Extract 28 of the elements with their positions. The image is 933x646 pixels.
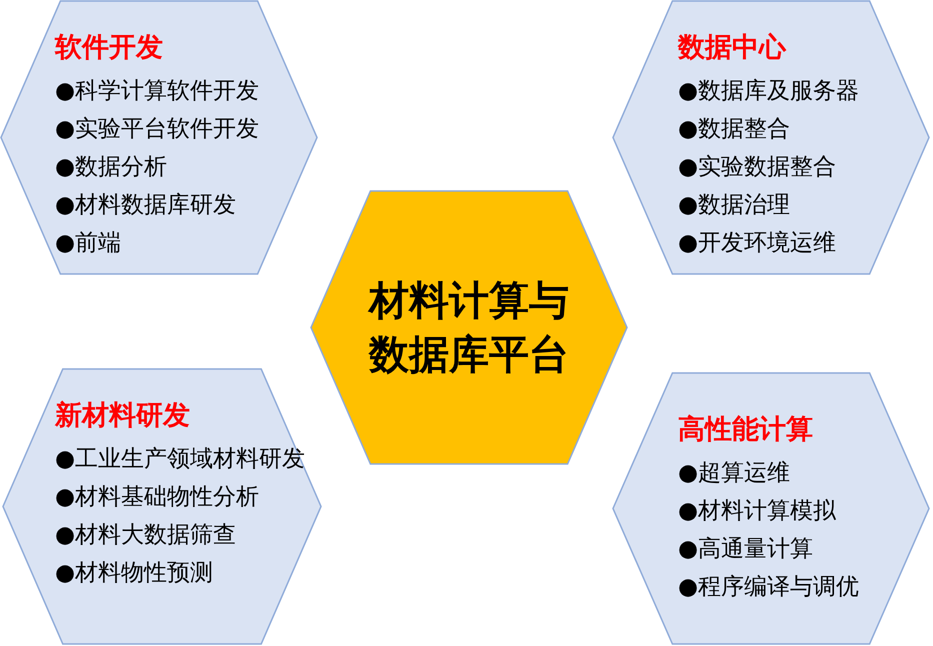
list-item: ●实验平台软件开发 [55, 115, 260, 144]
list-item: ●材料大数据筛查 [55, 521, 238, 550]
list-item: ●高通量计算 [678, 535, 814, 564]
list-item: ●实验数据整合 [678, 153, 838, 182]
list-item: ●材料计算模拟 [678, 497, 838, 526]
list-item: ●开发环境运维 [678, 229, 838, 258]
heading: 数据中心 [678, 31, 788, 65]
list-item: ●数据库及服务器 [678, 77, 860, 106]
list-item: ●数据分析 [55, 153, 168, 182]
list-item: ●数据整合 [678, 115, 792, 144]
hexagon [0, 0, 318, 275]
list-item: ●工业生产领域材料研发 [55, 445, 306, 474]
list-item: ●科学计算软件开发 [55, 77, 260, 106]
list-item: ●超算运维 [678, 459, 792, 488]
hexagon [612, 0, 930, 275]
list-item: ●前端 [55, 229, 122, 258]
hexagon [2, 368, 322, 645]
heading: 新材料研发 [55, 399, 191, 433]
list-item: ●程序编译与调优 [678, 573, 860, 602]
list-item: ●材料物性预测 [55, 559, 214, 588]
hexagon [612, 372, 930, 645]
list-item: ●材料基础物性分析 [55, 483, 260, 512]
hexagon [310, 190, 628, 465]
list-item: ●数据治理 [678, 191, 792, 220]
list-item: ●材料数据库研发 [55, 191, 238, 220]
heading: 软件开发 [55, 31, 164, 65]
center-title: 材料计算与数据库平台 [366, 276, 570, 380]
heading: 高性能计算 [678, 413, 814, 447]
